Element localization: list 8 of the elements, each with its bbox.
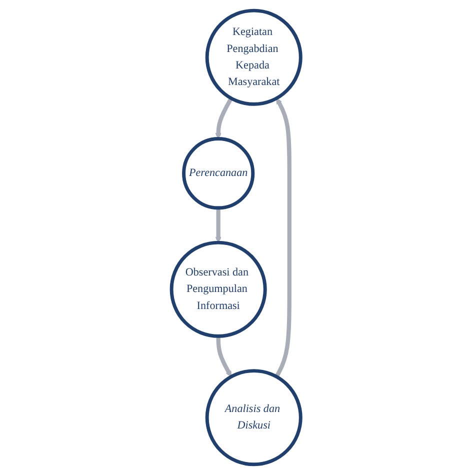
arrow [216, 336, 232, 377]
node-circle: Perencanaan [182, 137, 256, 210]
node-circle: Analisis dan Diskusi [206, 369, 303, 466]
node-circle: Observasi dan Pengumpulan Informasi [170, 240, 268, 338]
arrow [216, 208, 222, 243]
arrow [275, 98, 292, 378]
arrow [216, 97, 234, 140]
node-circle: Kegiatan Pengabdian Kepada Masyarakat [206, 8, 303, 106]
